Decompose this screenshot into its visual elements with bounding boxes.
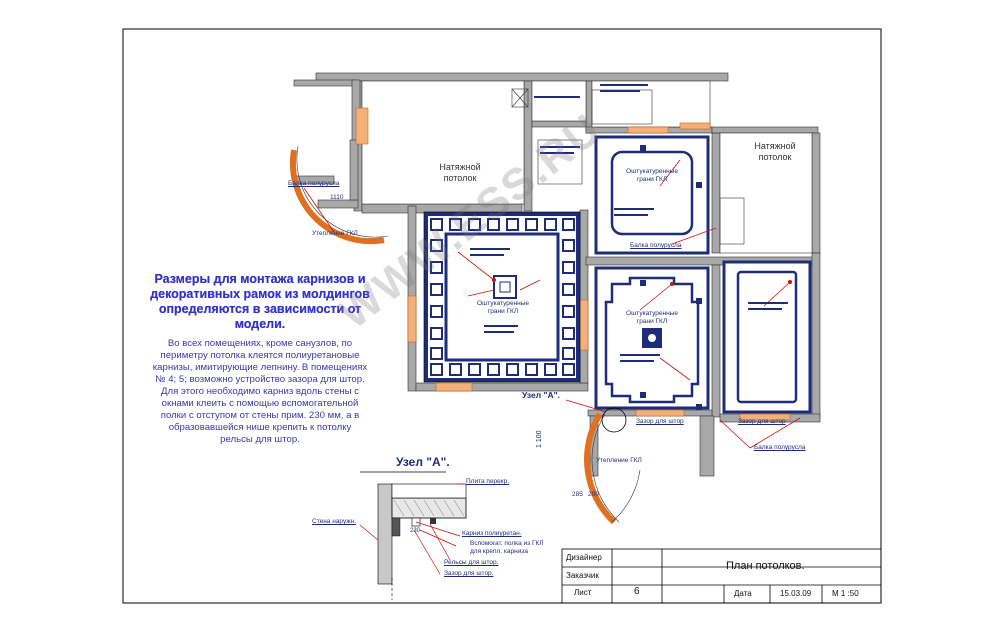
detail-a-marker — [601, 407, 627, 433]
heading-line-1: Размеры для монтажа карнизов и — [154, 272, 366, 286]
gkl-right-mid-line1: Оштукатуренные — [626, 310, 678, 317]
tb-customer: Заказчик — [566, 571, 599, 580]
dimensions-heading: Размеры для монтажа карнизов и декоратив… — [124, 272, 396, 332]
heading-line-2: декоративных рамок из молдингов — [150, 287, 370, 301]
tb-title: План потолков. — [726, 560, 805, 572]
callout-uzel: Узел "А". — [522, 390, 561, 400]
heading-line-4: модели. — [234, 317, 286, 331]
gkl-right-mid-label: Оштукатуренные грани ГКЛ — [610, 310, 694, 326]
note-line-9: рельсы для штор. — [220, 434, 300, 445]
detail-polka-line1: Вспомогат. полка из ГКЛ — [470, 540, 544, 547]
note-line-3: карнизы, имитирующие лепнину. В помещени… — [152, 362, 368, 373]
dim-1110: 1110 — [330, 194, 344, 201]
balcony-arcs — [289, 145, 641, 525]
gkl-center-line1: Оштукатуренные — [477, 300, 529, 307]
note-line-6: окнами клеить с помощью вспомогательной — [161, 398, 359, 409]
note-line-5: Для этого необходимо карниз вдоль стены … — [161, 386, 359, 397]
note-line-7: полки с отступом от стены прим. 230 мм, … — [160, 410, 360, 421]
room-left-label-line2: потолок — [443, 173, 477, 183]
room-left-label: Натяжной потолок — [420, 162, 500, 184]
tb-scale: М 1 :50 — [832, 589, 859, 598]
room-right-label: Натяжной потолок — [740, 141, 810, 163]
gkl-right-mid-line2: грани ГКЛ — [636, 318, 668, 325]
detail-karniz-label: Карниз полиуретан. — [462, 530, 522, 537]
gkl-right-top-line1: Оштукатуренные — [626, 168, 678, 175]
callout-balka-bottom: Балка полурусла — [754, 444, 806, 451]
callout-ukrepl-gkl-bottom: Утепление ГКЛ — [596, 457, 642, 464]
detail-polka-line2: для крепл. карниза — [470, 548, 528, 555]
right-top-room — [594, 135, 710, 255]
room-left-label-line1: Натяжной — [439, 162, 481, 172]
callout-balcony-bar: Балка полурусла — [288, 180, 340, 187]
callout-balka-right: Балка полурусла — [630, 242, 682, 249]
windows — [355, 107, 791, 421]
fine-print-marks — [470, 84, 788, 410]
title-block — [561, 548, 882, 604]
gkl-center-label: Оштукатуренные грани ГКЛ — [458, 300, 548, 316]
note-line-4: № 4; 5; возможно устройство зазора для ш… — [155, 374, 365, 385]
leader-lines — [303, 159, 801, 449]
note-line-1: Во всех помещениях, кроме санузлов, по — [167, 338, 353, 349]
gkl-right-top-label: Оштукатуренные грани ГКЛ — [610, 168, 694, 184]
room-interiors — [361, 80, 813, 254]
detail-a-title: Узел "А". — [396, 455, 450, 469]
tb-sheet-number: 6 — [634, 586, 640, 597]
far-right-room — [722, 260, 812, 414]
sheet-frame — [122, 28, 882, 604]
callout-zazor-1: Зазор для штор — [636, 418, 684, 425]
tb-designer: Дизайнер — [566, 553, 602, 562]
tb-date-label: Дата — [734, 589, 752, 598]
central-room — [423, 211, 581, 383]
detail-plita-label: Плита перекр. — [466, 478, 510, 485]
bathrooms — [511, 88, 745, 245]
callout-ukrepl-gkl-left: Утепление ГКЛ — [312, 230, 358, 237]
tb-date: 15.03.09 — [780, 589, 812, 598]
note-line-8: образовавшейся нише крепить к потолку — [168, 422, 352, 433]
detail-stena-label: Стена наружн. — [312, 518, 357, 525]
dim-1100: 1 100 — [536, 430, 543, 448]
tb-sheet: Лист — [574, 588, 592, 597]
right-mid-room — [594, 266, 710, 410]
room-right-label-line1: Натяжной — [754, 141, 796, 151]
dim-285: 285 — [572, 491, 583, 498]
detail-zazor-label: Зазор для штор. — [444, 570, 494, 577]
gkl-center-line2: грани ГКЛ — [487, 308, 519, 315]
detail-a-section — [359, 471, 467, 600]
note-line-2: периметру потолка клеятся полиуретановые — [160, 350, 360, 361]
callout-zazor-2: Зазор для штор — [738, 418, 786, 425]
gkl-right-top-line2: грани ГКЛ — [636, 176, 668, 183]
heading-line-3: определяются в зависимости от — [158, 302, 362, 316]
room-right-label-line2: потолок — [758, 152, 792, 162]
installation-note: Во всех помещениях, кроме санузлов, по п… — [124, 338, 396, 446]
dim-200: 200 — [588, 491, 599, 498]
detail-dim-230: 230 — [410, 528, 421, 534]
detail-relsy-label: Рельсы для штор. — [444, 559, 499, 566]
detail-polka-label: Вспомогат. полка из ГКЛ для крепл. карни… — [470, 540, 544, 556]
